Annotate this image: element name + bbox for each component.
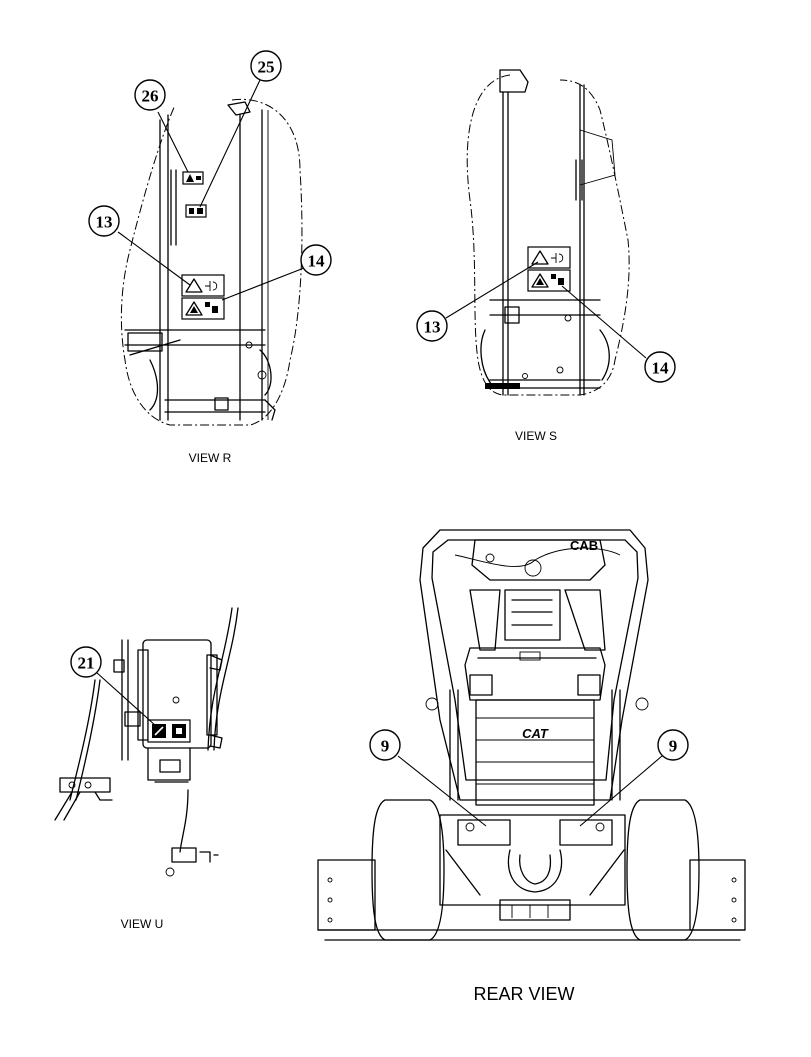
callout-9-right: 9 — [657, 729, 689, 761]
decal-25 — [185, 204, 207, 218]
callout-21-label: 21 — [78, 654, 95, 673]
view-r-drawing — [117, 79, 305, 426]
view-s-label: VIEW S — [515, 429, 557, 443]
callout-26-label: 26 — [142, 87, 159, 106]
callout-14-s-label: 14 — [652, 359, 670, 378]
view-s-drawing — [445, 69, 647, 396]
callout-9-right-label: 9 — [669, 737, 678, 756]
cab-marking: CAB — [570, 538, 598, 553]
decal-13-r — [181, 274, 225, 297]
callout-13-s-label: 13 — [424, 318, 441, 337]
callout-13-s: 13 — [416, 310, 448, 342]
decal-21 — [147, 719, 191, 743]
callout-21: 21 — [70, 646, 102, 678]
callout-25-label: 25 — [258, 58, 275, 77]
view-u-label: VIEW U — [121, 917, 164, 931]
decal-14-r — [181, 297, 225, 320]
callout-26: 26 — [134, 79, 166, 111]
callout-14-s: 14 — [644, 351, 676, 383]
decal-26 — [182, 171, 204, 185]
decal-13-s — [527, 246, 571, 269]
callout-13-r: 13 — [88, 205, 120, 237]
rear-view-drawing: CAB CAT — [317, 529, 746, 941]
callout-14-r-label: 14 — [308, 252, 326, 271]
callout-9-left-label: 9 — [381, 737, 390, 756]
callout-14-r: 14 — [300, 244, 332, 276]
view-u-drawing — [54, 607, 239, 877]
view-r-label: VIEW R — [189, 451, 232, 465]
decal-14-s — [527, 269, 571, 292]
callout-25: 25 — [250, 50, 282, 82]
callout-13-r-label: 13 — [96, 213, 113, 232]
callout-9-left: 9 — [369, 729, 401, 761]
rear-view-label: REAR VIEW — [473, 984, 574, 1004]
cat-logo: CAT — [522, 726, 549, 741]
